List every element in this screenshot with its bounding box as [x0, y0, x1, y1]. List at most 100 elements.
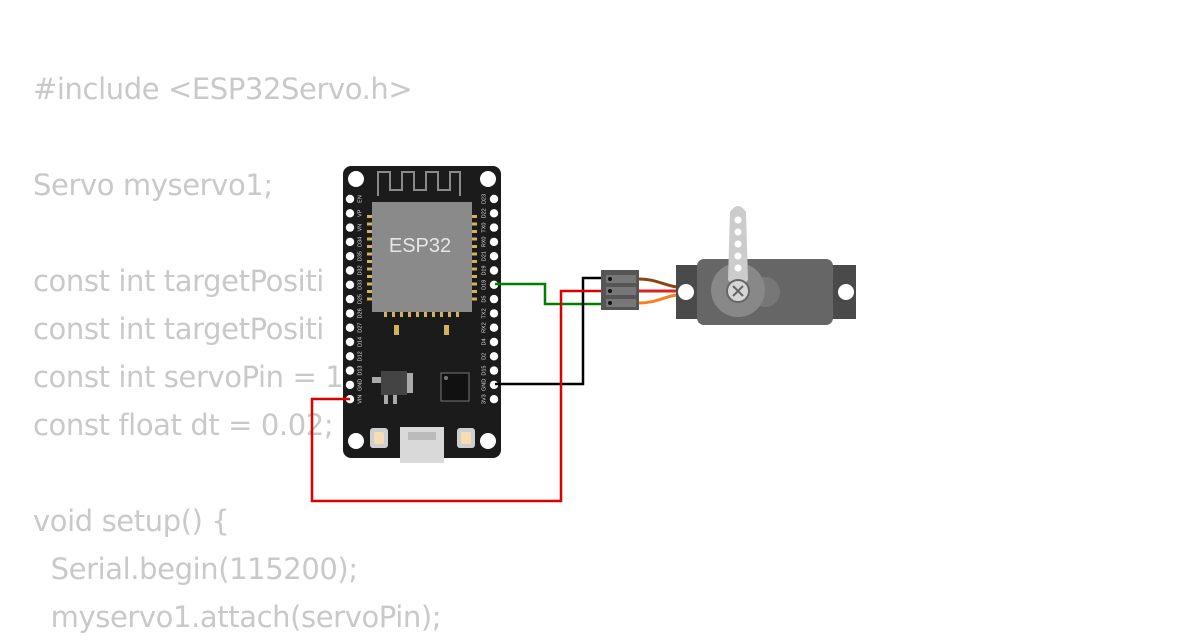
pin-label: D33 [357, 280, 363, 290]
boot-button[interactable] [370, 428, 388, 448]
pin-label: VN [357, 224, 363, 232]
pin-d21[interactable] [489, 252, 499, 261]
signal-wire[interactable] [495, 282, 604, 306]
mounting-hole [348, 171, 364, 187]
module-pad [472, 252, 477, 256]
pin-label: D18 [481, 280, 487, 290]
module-pad [448, 312, 451, 317]
code-line: Servo myservo1; [33, 168, 273, 202]
code-line: Serial.begin(115200); [33, 552, 358, 586]
pin-d5[interactable] [489, 294, 499, 304]
pin-d2[interactable] [489, 352, 499, 361]
module-pad [367, 260, 372, 263]
pin-vn[interactable] [345, 223, 355, 232]
code-line: const int targetPositi [33, 264, 324, 298]
pin-d27[interactable] [345, 323, 355, 332]
pin-d18[interactable] [489, 280, 499, 289]
mounting-hole [480, 433, 496, 449]
pin-label: D25 [357, 294, 363, 304]
module-pad [367, 230, 372, 233]
servo-motor[interactable] [601, 206, 856, 325]
reset-button[interactable] [457, 428, 475, 448]
pin-label: D5 [481, 296, 487, 303]
module-pad [367, 267, 372, 271]
esp32-module [372, 202, 472, 312]
mounting-hole [348, 433, 364, 449]
left-pin-header: ENVPVND34D35D32D33D25D26D27D14D12D13GNDV… [345, 194, 363, 404]
pin-3v3[interactable] [489, 395, 499, 404]
module-pad [456, 312, 459, 317]
pin-d14[interactable] [345, 337, 355, 347]
pin-label: D21 [481, 251, 487, 261]
pin-label: RX2 [481, 322, 487, 333]
module-pad [408, 312, 411, 317]
pin-label: D13 [357, 366, 363, 376]
module-pad [432, 312, 435, 317]
pin-en[interactable] [345, 194, 355, 204]
module-pad [394, 325, 399, 335]
pin-tx2[interactable] [489, 309, 499, 318]
code-line: const float dt = 0.02; [33, 408, 334, 442]
module-pad [440, 312, 443, 317]
pin-d12[interactable] [345, 352, 355, 361]
pin-gnd[interactable] [345, 380, 355, 390]
pin-label: VIN [357, 395, 363, 404]
module-pad [367, 215, 372, 218]
esp32-board[interactable]: ESP32 ENVPVND34D35D32D33D25D26D27D14D12D… [343, 166, 501, 463]
module-pad [472, 215, 477, 218]
pin-label: EN [357, 195, 363, 203]
module-pad [472, 267, 477, 271]
pin-label: D35 [357, 251, 363, 261]
pin-d19[interactable] [489, 266, 499, 275]
pin-label: TX2 [481, 308, 487, 318]
micro-usb-port [400, 427, 444, 463]
module-pad [472, 260, 477, 263]
pin-label: GND [481, 379, 487, 391]
module-pad [384, 312, 387, 317]
power-wire[interactable] [310, 289, 604, 503]
pin-d33[interactable] [345, 280, 355, 289]
pin-d25[interactable] [345, 294, 355, 304]
pin-d26[interactable] [345, 309, 355, 318]
module-pad [367, 245, 372, 248]
code-line: const int targetPositi [33, 312, 324, 346]
pin-label: D34 [357, 237, 363, 247]
module-pad [472, 245, 477, 248]
pin-label: D15 [481, 366, 487, 376]
chip-label: ESP32 [389, 235, 451, 257]
pin-d13[interactable] [345, 366, 355, 375]
pin-label: D4 [481, 338, 487, 345]
module-pad [472, 222, 477, 226]
mounting-hole [480, 171, 496, 187]
code-line: const int servoPin = 1 [33, 360, 344, 394]
pin-rx0[interactable] [489, 237, 499, 247]
pin-d34[interactable] [345, 237, 355, 247]
module-pad [367, 297, 372, 301]
module-pad [444, 325, 449, 335]
pin-rx2[interactable] [489, 323, 499, 332]
pin-d35[interactable] [345, 252, 355, 261]
module-pad [472, 290, 477, 293]
pin-label: TX0 [481, 223, 487, 233]
module-pad [367, 222, 372, 226]
module-pad [367, 252, 372, 256]
pin-d22[interactable] [489, 209, 499, 218]
module-pad [367, 275, 372, 278]
pin-label: D2 [481, 353, 487, 360]
pin-label: D32 [357, 265, 363, 275]
module-pad [472, 230, 477, 233]
pin-vp[interactable] [345, 209, 355, 218]
pin-tx0[interactable] [489, 223, 499, 232]
pin-d32[interactable] [345, 266, 355, 275]
module-pad [392, 312, 395, 317]
right-pin-header: D23D22TX0RX0D21D19D18D5TX2RX2D4D2D15GND3… [481, 194, 499, 404]
module-pads [367, 215, 477, 335]
module-pad [367, 282, 372, 286]
module-pad [472, 237, 477, 241]
pin-d23[interactable] [489, 194, 499, 204]
pin-label: D19 [481, 265, 487, 275]
pin-d15[interactable] [489, 366, 499, 375]
pin-d4[interactable] [489, 337, 499, 347]
ground-wire[interactable] [495, 276, 604, 386]
